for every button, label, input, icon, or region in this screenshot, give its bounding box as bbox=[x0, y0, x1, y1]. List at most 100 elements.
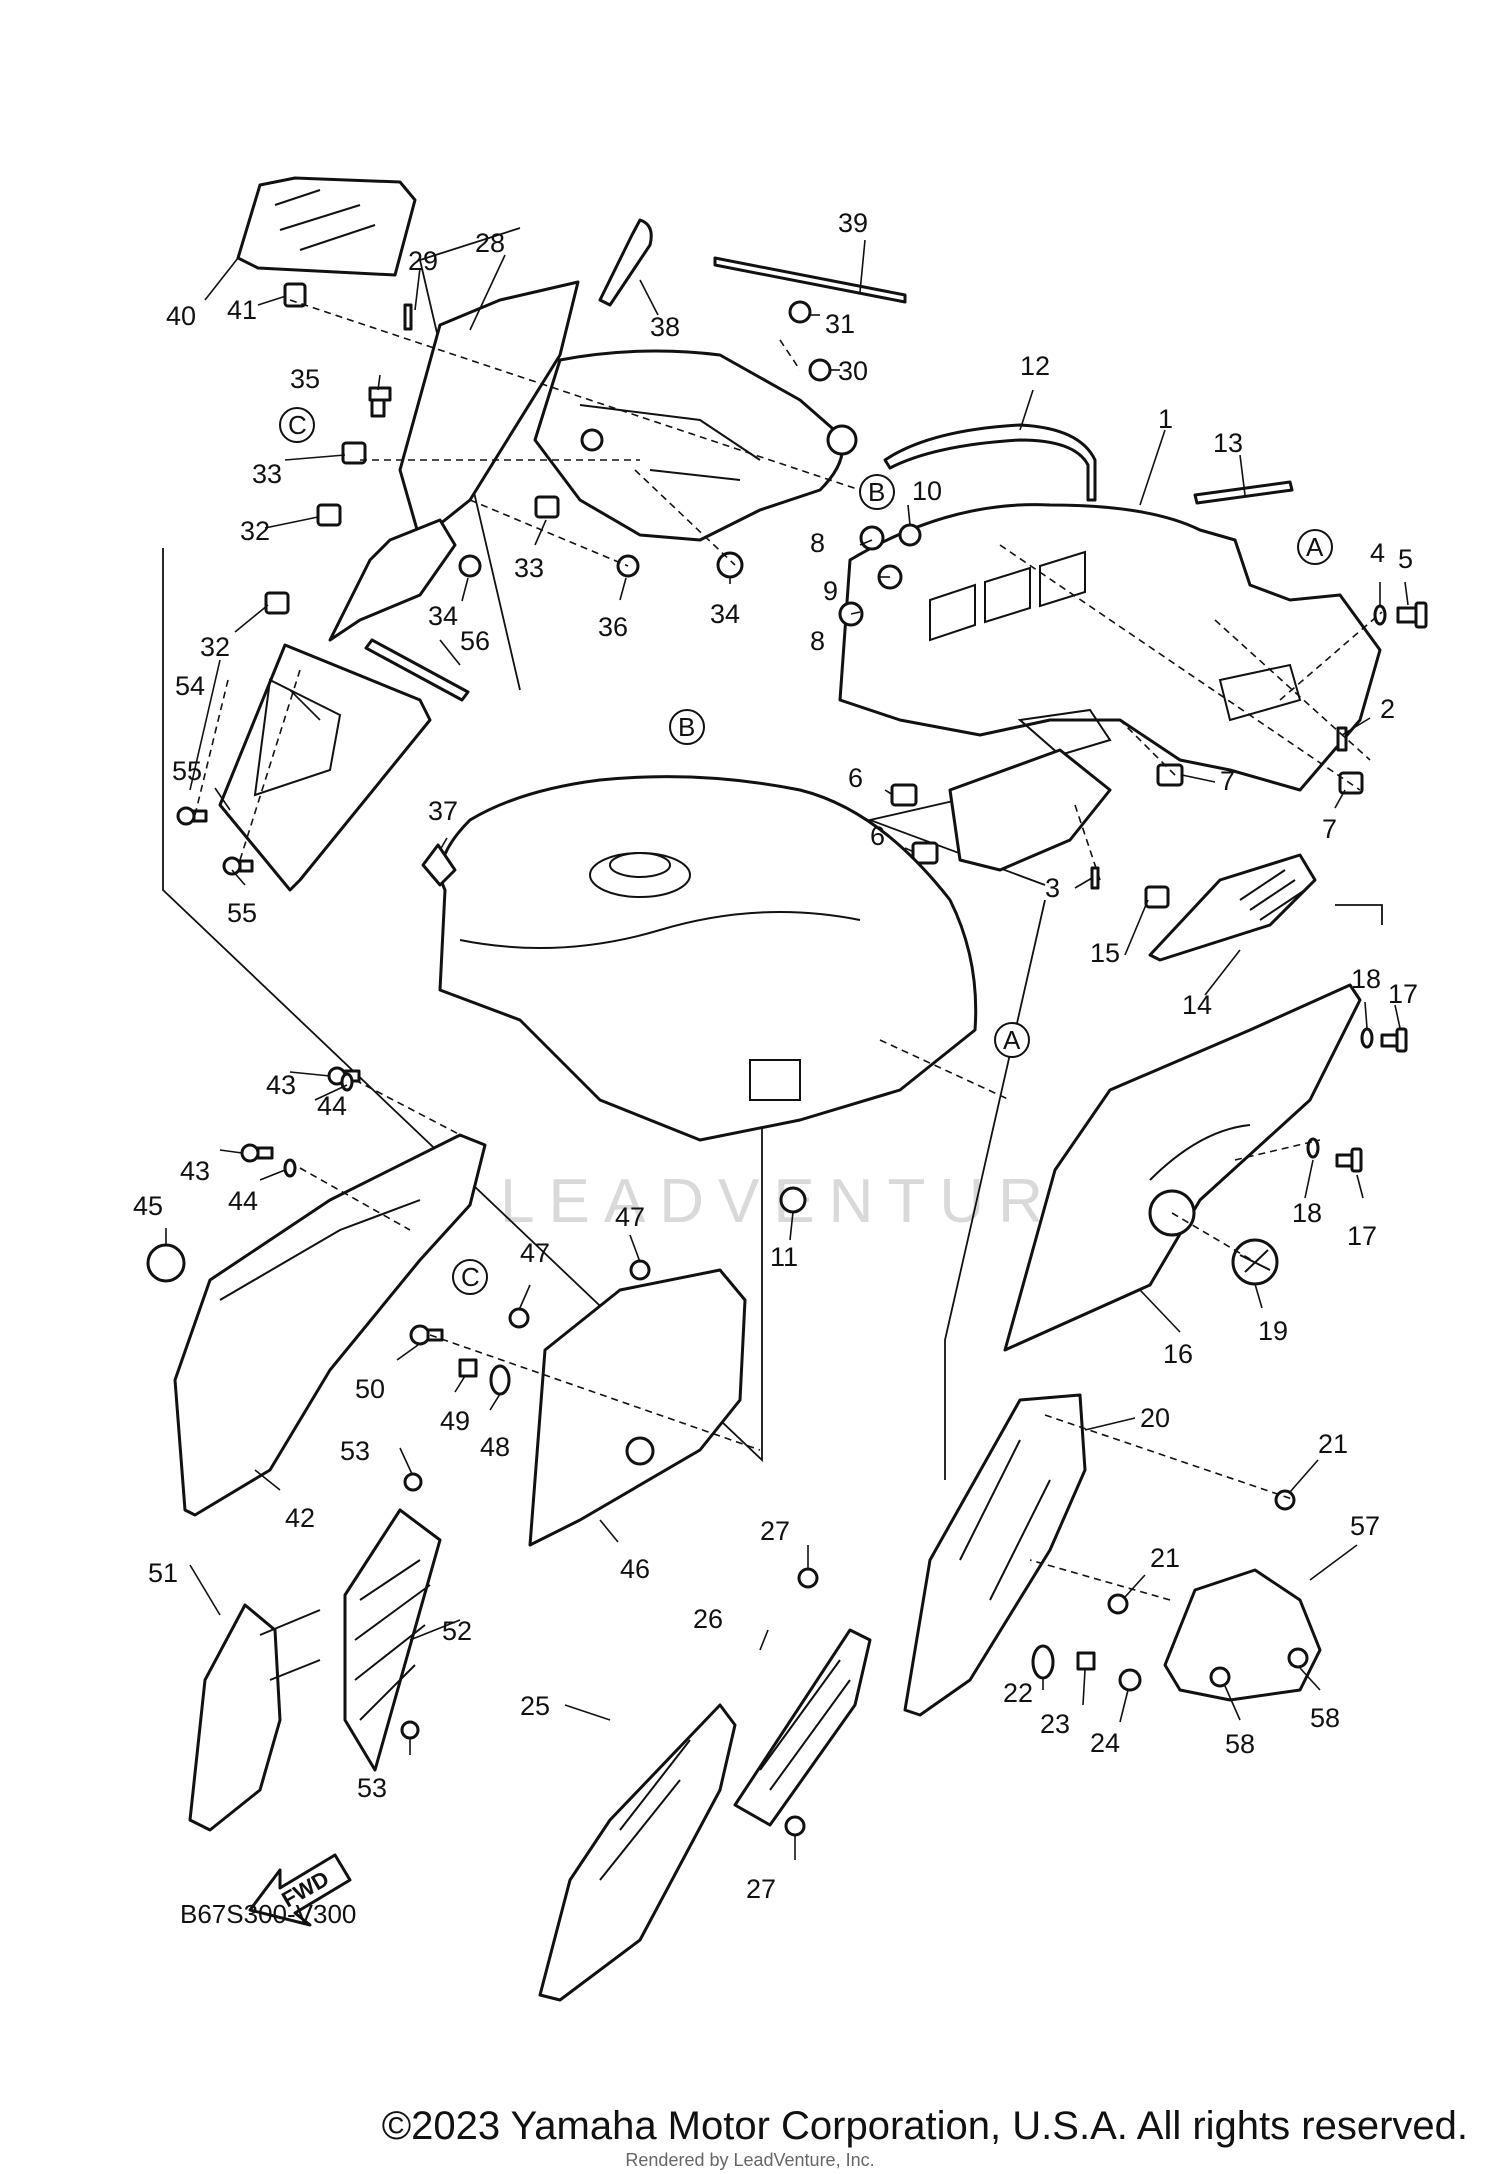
callout-58: 58 bbox=[1310, 1703, 1340, 1733]
part-5-bolt[interactable] bbox=[1396, 601, 1428, 629]
part-51-cover[interactable] bbox=[188, 1603, 321, 1832]
callout-44: 44 bbox=[228, 1186, 258, 1216]
callout-37: 37 bbox=[428, 796, 458, 826]
part-48-grommet[interactable] bbox=[489, 1364, 511, 1396]
part-17-screw[interactable] bbox=[1335, 1147, 1363, 1173]
part-55-screw[interactable] bbox=[222, 856, 254, 876]
part-52-mesh[interactable] bbox=[343, 1508, 442, 1772]
part-43-screw[interactable] bbox=[240, 1143, 274, 1163]
part-30-grommet[interactable] bbox=[808, 358, 832, 382]
part-35-bolt[interactable] bbox=[368, 386, 392, 418]
part-1-tank-cover[interactable] bbox=[838, 503, 1382, 792]
part-47-screw[interactable] bbox=[508, 1307, 530, 1329]
part-14-side-panel[interactable] bbox=[1148, 853, 1317, 962]
part-34-grommet[interactable] bbox=[458, 554, 482, 578]
callout-10: 10 bbox=[912, 476, 942, 506]
callout-28: 28 bbox=[475, 228, 505, 258]
callout-52: 52 bbox=[442, 1616, 472, 1646]
part-47-screw[interactable] bbox=[629, 1259, 651, 1281]
part-18-washer[interactable] bbox=[1360, 1027, 1374, 1049]
part-15-clip[interactable] bbox=[1144, 885, 1170, 909]
part-3-strip[interactable] bbox=[1090, 866, 1100, 890]
part-8-grommet[interactable] bbox=[859, 525, 885, 551]
callout-40: 40 bbox=[166, 301, 196, 331]
callout-32: 32 bbox=[240, 516, 270, 546]
svg-text:C: C bbox=[288, 410, 307, 440]
callout-8: 8 bbox=[810, 528, 825, 558]
part-56-strip[interactable] bbox=[364, 638, 470, 702]
part-6-clip[interactable] bbox=[890, 783, 918, 807]
leader-lines bbox=[165, 239, 1409, 1860]
part-58-screw[interactable] bbox=[1287, 1647, 1309, 1669]
callout-33: 33 bbox=[514, 553, 544, 583]
part-54-panel[interactable] bbox=[218, 643, 432, 892]
part-31-screw[interactable] bbox=[788, 300, 812, 324]
reference-marker-a: A bbox=[1297, 529, 1333, 565]
part-55-screw[interactable] bbox=[176, 806, 208, 826]
rendered-by-credit: Rendered by LeadVenture, Inc. bbox=[625, 2150, 875, 2170]
callout-23: 23 bbox=[1040, 1709, 1070, 1739]
part-front-bracket[interactable] bbox=[328, 518, 457, 642]
callout-32: 32 bbox=[200, 632, 230, 662]
part-44-washer[interactable] bbox=[340, 1072, 354, 1092]
callout-43: 43 bbox=[266, 1070, 296, 1100]
callout-1: 1 bbox=[1158, 404, 1173, 434]
part-17-screw[interactable] bbox=[1380, 1027, 1408, 1053]
part-22-grommet[interactable] bbox=[1031, 1644, 1055, 1680]
part-11-grommet[interactable] bbox=[779, 1186, 807, 1214]
part-13-strip[interactable] bbox=[1193, 480, 1294, 505]
part-50-screw[interactable] bbox=[409, 1324, 444, 1346]
part-32-clip[interactable] bbox=[264, 591, 290, 615]
part-58-screw[interactable] bbox=[1209, 1666, 1231, 1688]
part-49-collar[interactable] bbox=[458, 1358, 478, 1378]
part-inner-bracket[interactable] bbox=[948, 748, 1112, 872]
part-6-clip[interactable] bbox=[911, 841, 939, 865]
part-21-screw[interactable] bbox=[1107, 1593, 1129, 1615]
part-4-washer[interactable] bbox=[1373, 604, 1387, 626]
part-33-clip[interactable] bbox=[341, 441, 367, 465]
part-45-emblem[interactable] bbox=[146, 1243, 186, 1283]
part-41-clip[interactable] bbox=[283, 282, 307, 308]
reference-marker-c: C bbox=[279, 407, 315, 443]
part-12-strip[interactable] bbox=[883, 423, 1097, 502]
part-25-lower-cowl[interactable] bbox=[538, 1703, 737, 2002]
part-39-strip[interactable] bbox=[713, 256, 907, 304]
part-upper-cowl[interactable] bbox=[533, 349, 858, 542]
part-27-screw[interactable] bbox=[784, 1815, 806, 1837]
part-57-bracket[interactable] bbox=[1163, 1568, 1322, 1702]
callout-45: 45 bbox=[133, 1191, 163, 1221]
part-7-clip[interactable] bbox=[1156, 763, 1184, 787]
callout-46: 46 bbox=[620, 1554, 650, 1584]
callout-56: 56 bbox=[460, 626, 490, 656]
part-18-washer[interactable] bbox=[1306, 1137, 1320, 1159]
callout-34: 34 bbox=[710, 599, 740, 629]
callout-11: 11 bbox=[770, 1242, 798, 1272]
callout-55: 55 bbox=[227, 898, 257, 928]
svg-text:C: C bbox=[461, 1262, 480, 1292]
part-53-screw[interactable] bbox=[403, 1472, 423, 1492]
part-27-screw[interactable] bbox=[797, 1567, 819, 1589]
part-42-left-cowl[interactable] bbox=[173, 1133, 487, 1517]
part-53-screw[interactable] bbox=[400, 1720, 420, 1740]
callout-29: 29 bbox=[408, 246, 438, 276]
part-2-strip[interactable] bbox=[1336, 726, 1348, 752]
callout-44: 44 bbox=[317, 1091, 347, 1121]
part-20-bracket[interactable] bbox=[903, 1393, 1087, 1717]
part-16-side-cover[interactable] bbox=[1003, 983, 1362, 1352]
part-29-strip[interactable] bbox=[403, 303, 413, 331]
part-24-screw[interactable] bbox=[1118, 1668, 1142, 1692]
part-21-screw[interactable] bbox=[1274, 1489, 1296, 1511]
part-37-clamp[interactable] bbox=[421, 843, 457, 887]
part-26-mesh[interactable] bbox=[733, 1628, 872, 1827]
part-32-clip[interactable] bbox=[316, 503, 342, 527]
part-23-collar[interactable] bbox=[1076, 1651, 1096, 1671]
part-33-clip[interactable] bbox=[534, 495, 560, 519]
callout-20: 20 bbox=[1140, 1403, 1170, 1433]
part-38-hook[interactable] bbox=[598, 218, 653, 307]
part-28-windscreen[interactable] bbox=[398, 280, 580, 542]
part-10-screw[interactable] bbox=[898, 523, 922, 547]
callout-4: 4 bbox=[1370, 538, 1385, 568]
part-40-cover[interactable] bbox=[236, 176, 417, 277]
part-44-washer[interactable] bbox=[283, 1158, 297, 1178]
part-34-grommet[interactable] bbox=[716, 551, 744, 579]
